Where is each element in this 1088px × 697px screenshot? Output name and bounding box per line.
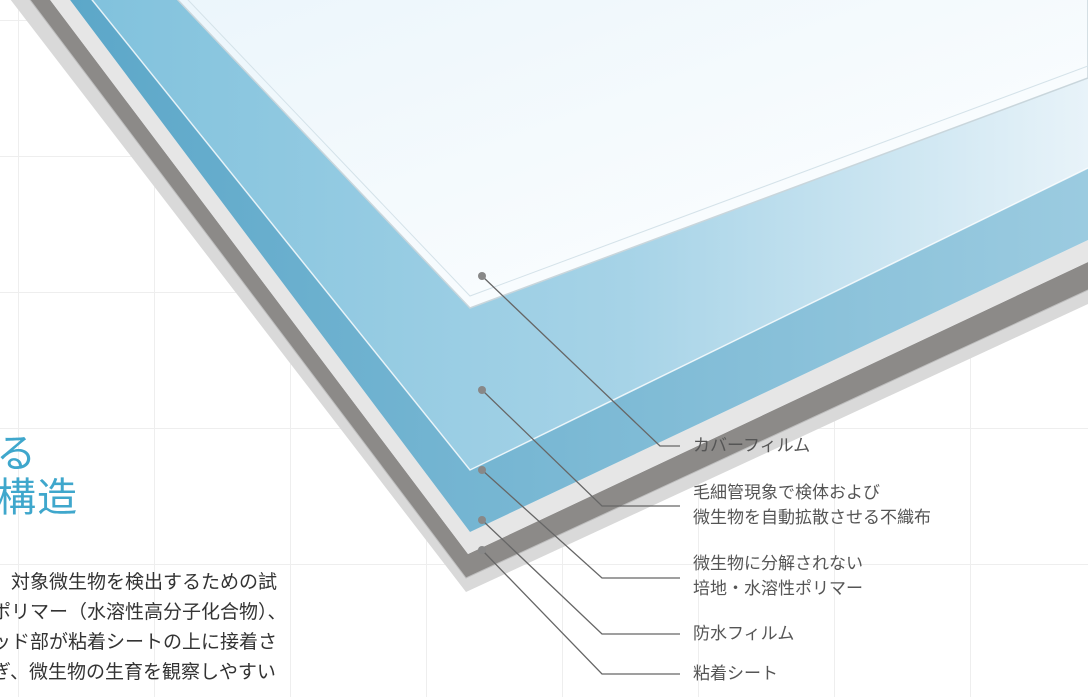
leader-dot: [478, 466, 486, 474]
leader-line-adhesive: [481, 549, 680, 675]
nonwoven-layer-side: [70, 0, 1088, 532]
heading-line-1: る: [0, 431, 37, 477]
label-waterproof-film: 防水フィルム: [693, 622, 794, 647]
label-line: カバーフィルム: [693, 436, 811, 456]
label-line: 培地・水溶性ポリマー: [693, 579, 863, 599]
description-paragraph: 対象微生物を検出するための試 ポリマー（水溶性高分子化合物）、 ッド部が粘着シー…: [0, 567, 352, 687]
label-nonwoven: 毛細管現象で検体および 微生物を自動拡散させる不織布: [693, 481, 931, 531]
leader-line-waterproof: [481, 519, 680, 635]
leader-dot: [478, 386, 486, 394]
leader-dot: [478, 546, 486, 554]
label-line: 粘着シート: [693, 664, 778, 684]
label-line: 毛細管現象で検体および: [693, 483, 880, 503]
leader-line-medium: [481, 469, 680, 579]
label-adhesive-sheet: 粘着シート: [693, 662, 778, 687]
label-line: 防水フィルム: [693, 624, 795, 644]
section-heading: る 構造: [0, 432, 78, 520]
leader-line-nonwoven: [481, 389, 680, 507]
heading-line-2: 構造: [0, 475, 78, 521]
leader-dot: [478, 272, 486, 280]
leader-line-cover-film: [481, 275, 680, 447]
description-line: ポリマー（水溶性高分子化合物）、: [0, 601, 287, 623]
label-line: 微生物に分解されない: [693, 554, 863, 574]
description-line: ぎ、微生物の生育を観察しやすい: [0, 661, 276, 683]
label-line: 微生物を自動拡散させる不織布: [693, 508, 931, 528]
leader-dot: [478, 516, 486, 524]
description-line: 対象微生物を検出するための試: [0, 571, 278, 593]
label-medium-polymer: 微生物に分解されない 培地・水溶性ポリマー: [693, 552, 863, 602]
description-line: ッド部が粘着シートの上に接着さ: [0, 631, 278, 653]
cover-film-layer: [176, 0, 1088, 309]
label-cover-film: カバーフィルム: [693, 434, 810, 459]
